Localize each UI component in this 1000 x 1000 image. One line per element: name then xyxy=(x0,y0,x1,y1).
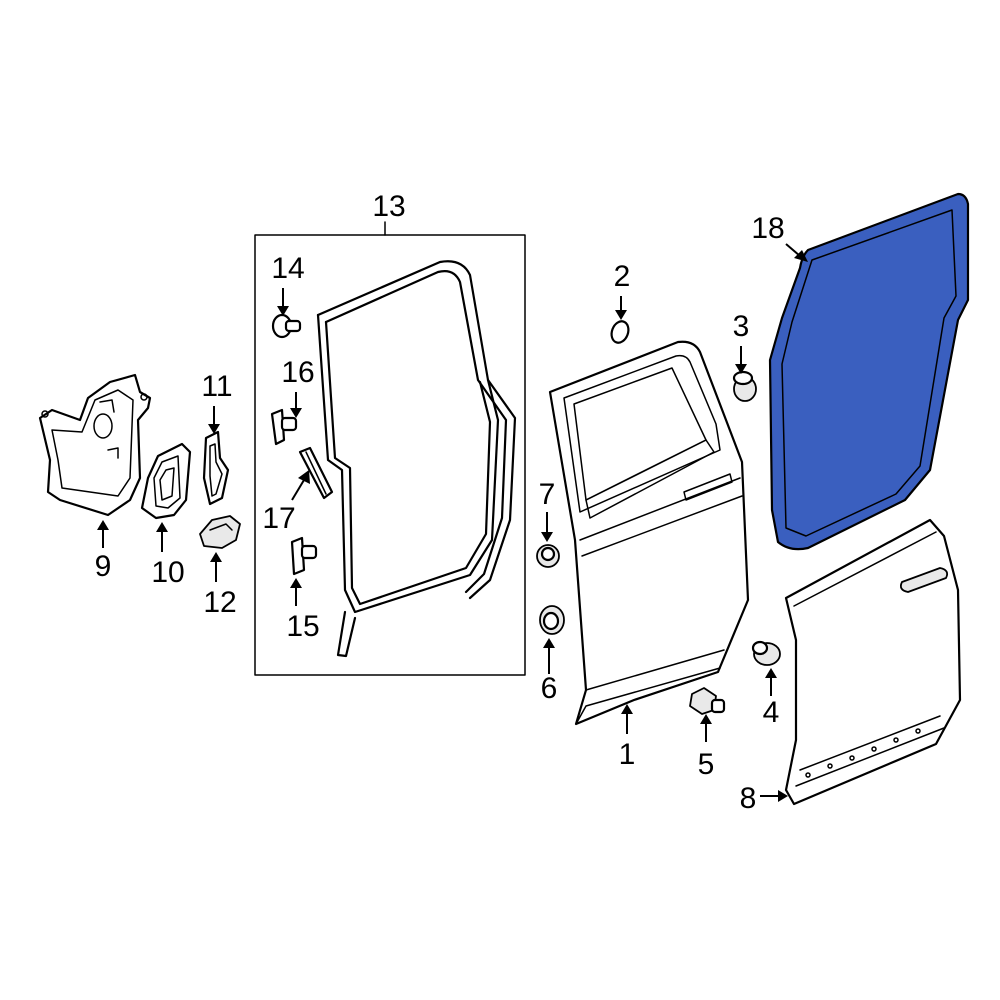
part-10-handle-bracket[interactable] xyxy=(140,442,192,520)
callout-13: 13 xyxy=(372,190,405,223)
callout-labels: 1 2 3 4 5 6 7 8 9 10 11 12 13 14 15 16 1… xyxy=(95,190,785,815)
part-2-grommet[interactable] xyxy=(609,319,632,345)
callout-14: 14 xyxy=(271,252,304,285)
callout-9: 9 xyxy=(95,550,112,583)
callout-11: 11 xyxy=(201,370,232,403)
callout-5: 5 xyxy=(698,748,715,781)
part-6-plug[interactable] xyxy=(539,605,565,635)
callout-18: 18 xyxy=(751,212,784,245)
part-11-rod-clip[interactable] xyxy=(202,430,230,506)
callout-16: 16 xyxy=(281,356,314,389)
callout-4: 4 xyxy=(763,696,780,729)
part-13-kit-box xyxy=(254,221,526,676)
callout-2: 2 xyxy=(614,260,631,293)
callout-6: 6 xyxy=(541,672,558,705)
part-5-bolt[interactable] xyxy=(689,687,726,715)
part-13-weatherstrip[interactable] xyxy=(316,260,517,658)
part-15-clip[interactable] xyxy=(290,536,318,576)
part-14-clip[interactable] xyxy=(271,313,302,339)
part-4-bumper[interactable] xyxy=(751,640,781,666)
callout-7: 7 xyxy=(539,478,556,511)
callout-12: 12 xyxy=(203,586,236,619)
callout-10: 10 xyxy=(151,556,184,589)
callout-17: 17 xyxy=(262,502,295,535)
part-9-splash-shield[interactable] xyxy=(38,373,152,517)
part-12-clip[interactable] xyxy=(199,515,241,549)
callout-8: 8 xyxy=(740,782,757,815)
callout-arrows xyxy=(97,243,808,802)
part-18-door-seal[interactable] xyxy=(768,192,970,551)
part-17-strip[interactable] xyxy=(298,446,334,500)
part-3-bumper[interactable] xyxy=(732,370,757,402)
part-7-plug[interactable] xyxy=(536,544,560,568)
part-18-seal-fill xyxy=(768,192,970,551)
part-8-outer-skin[interactable] xyxy=(784,518,962,806)
part-16-clip[interactable] xyxy=(270,408,298,446)
callout-15: 15 xyxy=(286,610,319,643)
part-1-door-shell[interactable] xyxy=(548,340,750,726)
callout-1: 1 xyxy=(619,738,636,771)
callout-3: 3 xyxy=(733,310,750,343)
